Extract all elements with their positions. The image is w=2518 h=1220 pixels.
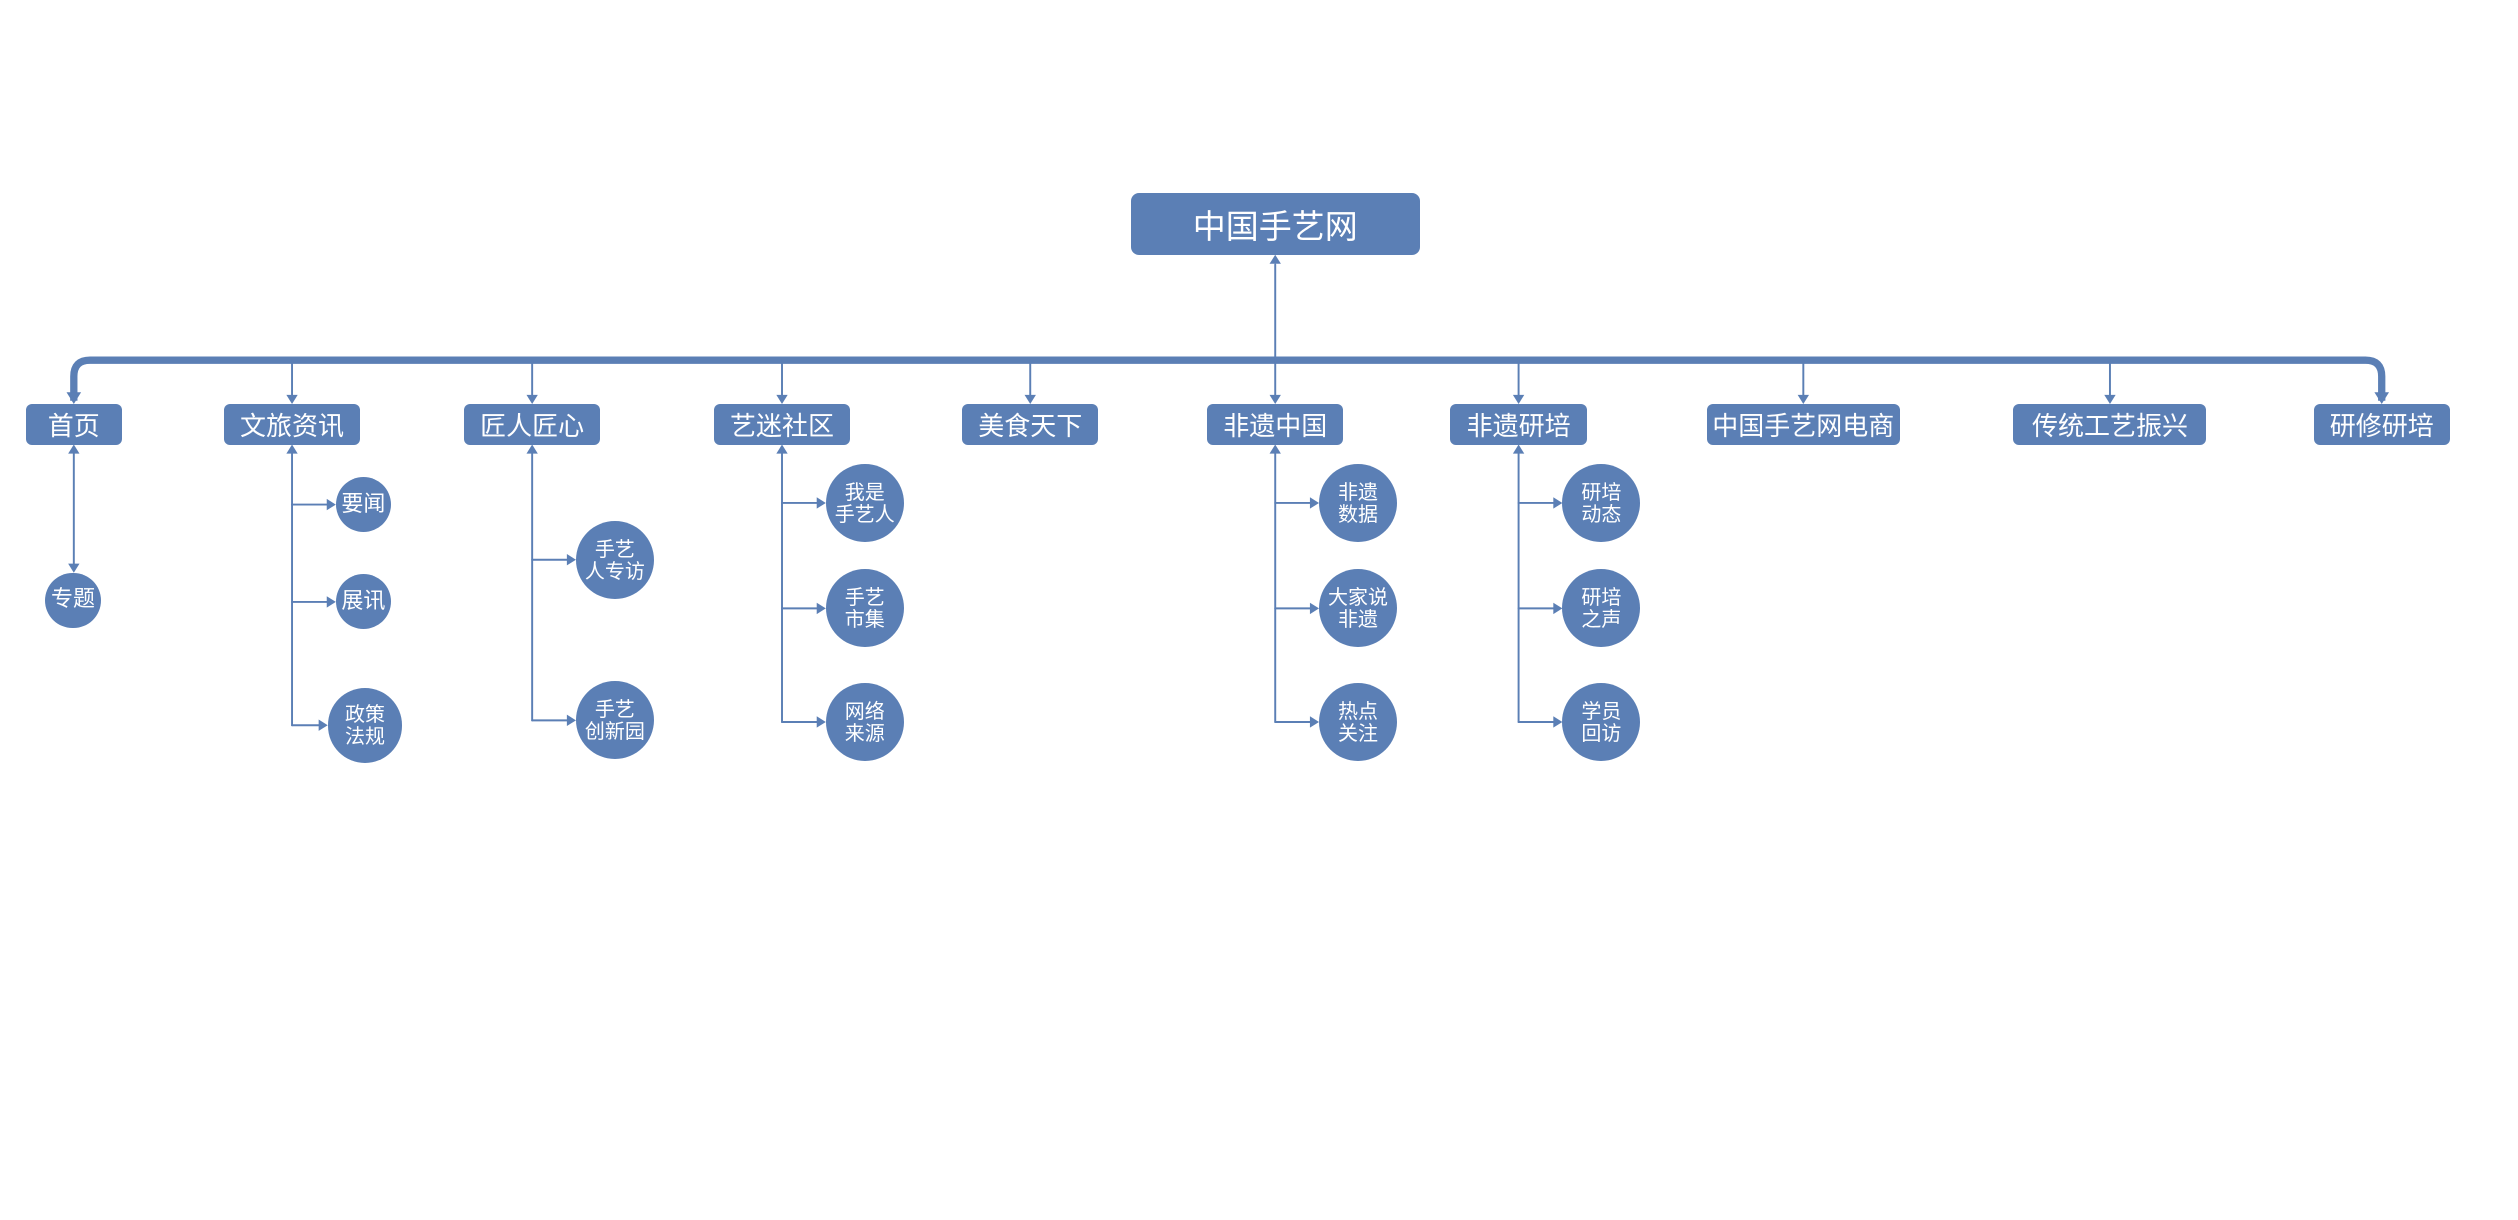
sub-node-line: 我是 [844,479,885,504]
arrowhead [286,444,298,454]
sub-node-training-voice: 研培之声 [1562,569,1641,648]
arrowhead [1269,444,1281,454]
sub-node-line: 专题 [50,587,95,613]
sub-node-line: 手艺 [594,536,635,561]
sub-node-line: 动态 [1581,501,1622,526]
sub-node-community-sources: 网络来源 [825,683,904,761]
sub-node-line: 手艺 [594,697,635,722]
sub-node-heritage-talk: 大家说非遗 [1319,569,1397,648]
category-node-ecommerce: 中国手艺网电商 [1706,403,1900,445]
arrowhead [776,394,788,404]
sub-node-community-artisan: 我是手艺人 [825,464,904,542]
category-node-community: 艺迷社区 [713,403,851,445]
arrowhead [326,498,336,511]
arrowhead [318,719,328,731]
arrowhead [326,596,336,608]
sub-node-line: 手艺 [844,585,885,610]
category-node-culture: 文旅资讯 [223,403,361,445]
sub-node-line: 非遗 [1337,479,1378,504]
sub-node-line: 法规 [345,724,386,749]
sub-node-line: 回访 [1581,720,1622,745]
sub-node-line: 创新园 [584,719,645,744]
sub-node-line: 市集 [844,607,885,632]
arrowhead [1309,497,1320,509]
main-bus-line [70,356,2386,401]
sub-node-culture-exhibitions: 展讯 [335,574,391,630]
category-node-heritage-china: 非遗中国 [1207,403,1344,445]
arrowhead [566,554,576,566]
sub-node-line: 人专访 [584,558,645,583]
sub-node-line: 数据 [1337,501,1378,526]
arrowhead [526,444,538,454]
sub-node-line: 非遗 [1337,607,1378,632]
arrowhead [2104,394,2116,404]
sub-node-line: 学员 [1581,698,1622,723]
root-node: 中国手艺网 [1130,193,1420,255]
sub-node-community-market: 手艺市集 [825,569,904,648]
sub-node-line: 要闻 [341,491,386,517]
sub-node-culture-policy: 政策法规 [327,687,403,763]
arrowhead [1024,394,1036,404]
sub-node-line: 关注 [1337,720,1378,745]
category-node-home: 首页 [25,403,122,445]
category-node-study: 研修研培 [2313,403,2450,445]
arrowhead [1269,254,1281,264]
arrowhead [1553,497,1563,509]
arrowhead [776,444,788,454]
sub-node-line: 网络 [844,698,885,723]
sub-node-heritage-data: 非遗数据 [1319,464,1397,542]
arrowhead [526,394,538,404]
sub-node-line: 研培 [1581,479,1622,504]
arrowhead [68,444,80,454]
arrowhead [816,602,826,615]
category-node-heritage-training: 非遗研培 [1450,403,1587,445]
arrowhead [1553,716,1563,728]
arrowhead [68,563,80,573]
sub-node-culture-news: 要闻 [335,476,391,533]
arrowhead [1269,394,1281,404]
arrowhead [1512,394,1525,404]
arrowhead [566,714,576,727]
category-node-craftsman: 匠人匠心 [464,403,601,445]
sub-node-line: 来源 [844,720,885,745]
arrowhead [816,716,826,728]
sub-node-training-alumni: 学员回访 [1562,683,1641,761]
sub-node-craftsman-interview: 手艺人专访 [575,520,654,599]
arrowhead [816,497,826,509]
arrowhead [286,394,298,404]
sub-node-craftsman-innovation: 手艺创新园 [575,681,654,760]
sub-node-line: 政策 [345,702,386,727]
sub-node-home-topic: 专题 [45,572,101,628]
arrowhead [1797,394,1810,404]
arrowhead [66,392,82,404]
sub-node-line: 之声 [1581,607,1622,632]
arrowhead [1309,716,1320,728]
arrowhead [1512,444,1525,454]
sub-node-heritage-hot: 热点关注 [1319,683,1397,761]
arrowhead [1309,602,1320,615]
category-node-food: 美食天下 [962,403,1099,445]
category-node-revival: 传统工艺振兴 [2013,403,2207,445]
sub-node-line: 热点 [1337,698,1378,723]
arrowhead [2374,392,2390,404]
sub-node-line: 展讯 [341,588,386,614]
sub-node-training-news: 研培动态 [1562,464,1641,542]
sub-node-line: 手艺人 [834,501,895,526]
sub-node-line: 大家说 [1327,585,1388,610]
sub-node-line: 研培 [1581,585,1622,610]
arrowhead [1553,602,1563,615]
